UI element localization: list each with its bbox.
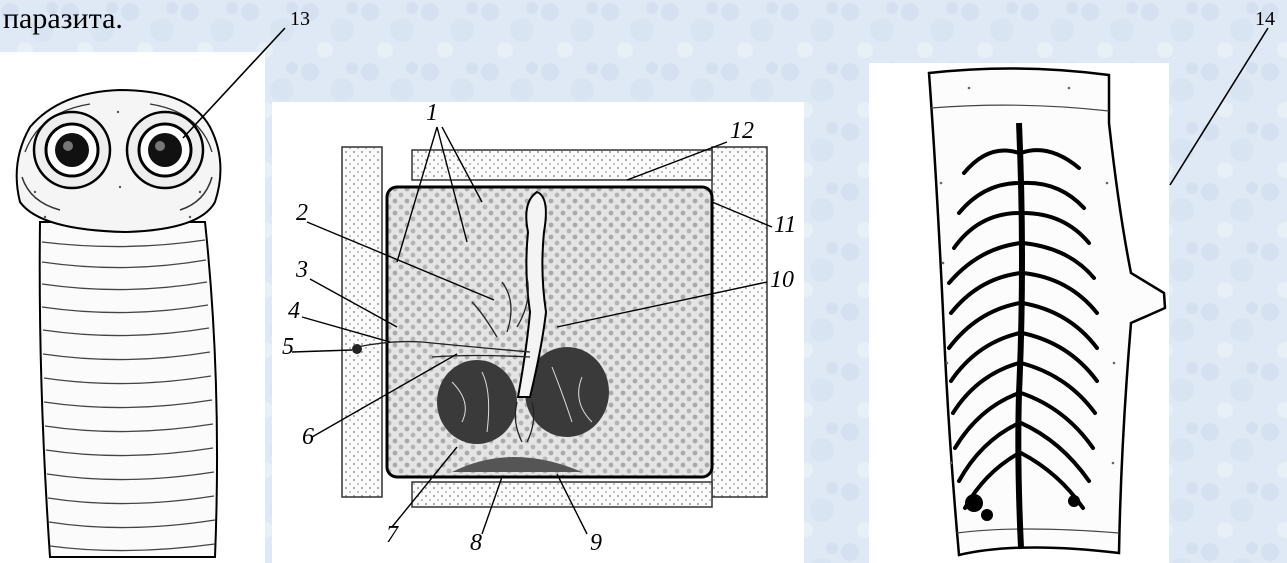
- label-2: 2: [296, 200, 308, 227]
- sucker-right: [127, 112, 203, 188]
- genital-pore: [352, 344, 362, 354]
- label-6: 6: [302, 424, 314, 451]
- label-14: 14: [1255, 8, 1275, 31]
- label-7: 7: [386, 522, 398, 549]
- label-12: 12: [730, 118, 754, 145]
- label-3: 3: [296, 257, 308, 284]
- gravid-segment-illustration: [869, 63, 1169, 563]
- uterus-trunk: [1018, 123, 1022, 548]
- label-11: 11: [774, 212, 796, 239]
- label-9: 9: [590, 530, 602, 557]
- caption-text: паразита.: [3, 2, 123, 36]
- mature-segment-illustration: 1 2 3 4 5 6 7 8 9 10 11 12: [272, 102, 804, 563]
- label-4: 4: [288, 298, 300, 325]
- label-5: 5: [282, 334, 294, 361]
- label-8: 8: [470, 530, 482, 557]
- label-13: 13: [290, 8, 310, 31]
- label-10: 10: [770, 267, 794, 294]
- sucker-left: [34, 112, 110, 188]
- scolex-illustration: [0, 52, 265, 563]
- label-1: 1: [426, 102, 438, 127]
